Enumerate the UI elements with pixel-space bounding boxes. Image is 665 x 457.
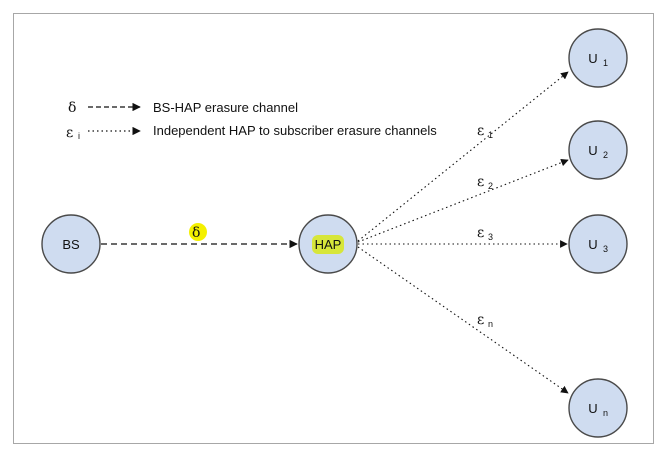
legend-item1-text: BS-HAP erasure channel xyxy=(153,100,298,115)
node-u1-label: U xyxy=(588,51,597,66)
legend: δ BS-HAP erasure channel ε i Independent… xyxy=(66,100,437,141)
edge-en-sub: n xyxy=(488,319,493,329)
node-hap-label: HAP xyxy=(315,237,342,252)
node-u2: U 2 xyxy=(568,120,628,180)
edge-e2-sub: 2 xyxy=(488,181,493,191)
node-un-label: U xyxy=(588,401,597,416)
node-u1: U 1 xyxy=(568,28,628,88)
legend-delta-symbol: δ xyxy=(68,100,76,116)
node-u3: U 3 xyxy=(568,214,628,274)
edge-e2-label: ε xyxy=(477,174,484,190)
edge-e3-label: ε xyxy=(477,225,484,241)
edge-hap-u2 xyxy=(357,158,569,243)
node-bs: BS xyxy=(41,214,101,274)
edge-hap-u1 xyxy=(357,71,569,242)
hap-highlight xyxy=(312,235,344,254)
node-u3-sub: 3 xyxy=(603,244,608,254)
edge-e1-label: ε xyxy=(477,123,484,139)
node-u1-sub: 1 xyxy=(603,58,608,68)
edge-e3-sub: 3 xyxy=(488,232,493,242)
legend-epsilon-sub: i xyxy=(78,131,80,141)
node-bs-label: BS xyxy=(62,237,80,252)
node-u2-label: U xyxy=(588,143,597,158)
node-un-sub: n xyxy=(603,408,608,418)
legend-item2-text: Independent HAP to subscriber erasure ch… xyxy=(153,123,437,138)
delta-highlight xyxy=(189,223,207,241)
node-un: U n xyxy=(568,378,628,438)
edge-en-label: ε xyxy=(477,312,484,328)
edge-e1-sub: 1 xyxy=(488,130,493,140)
legend-epsilon-symbol: ε xyxy=(66,125,73,141)
node-u3-label: U xyxy=(588,237,597,252)
node-hap: HAP xyxy=(298,214,358,274)
node-u2-sub: 2 xyxy=(603,150,608,160)
edge-hap-un xyxy=(357,246,569,394)
edge-bs-hap-label: δ xyxy=(192,225,200,241)
